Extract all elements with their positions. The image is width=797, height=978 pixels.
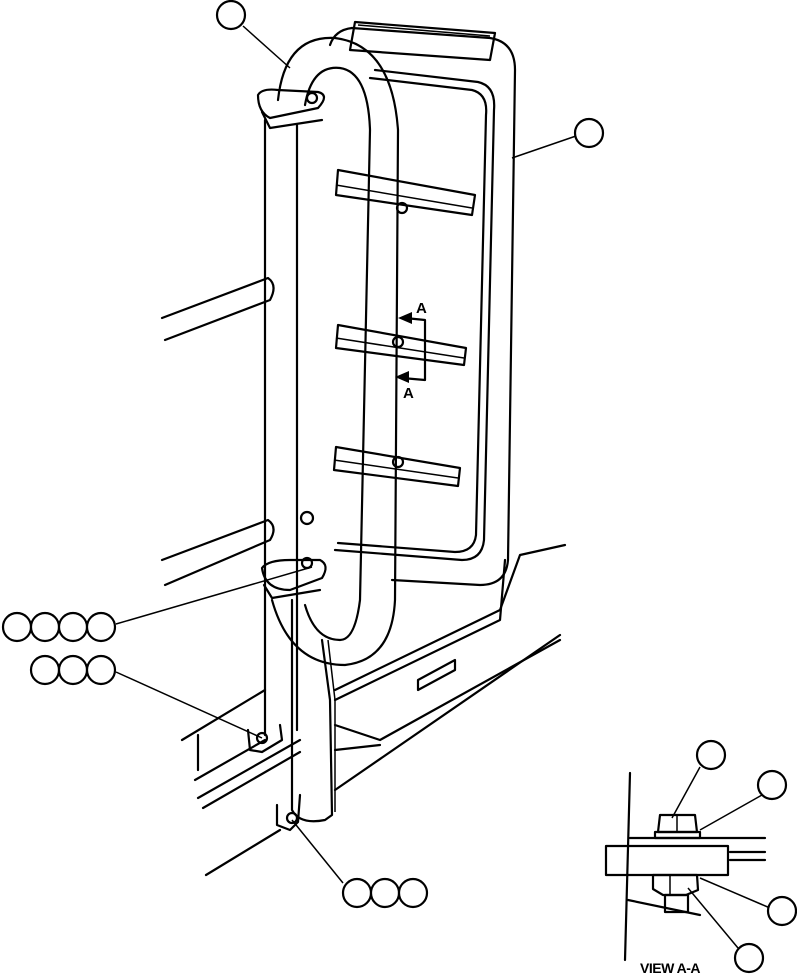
platform-deck — [180, 543, 567, 877]
vertical-post — [263, 118, 336, 823]
leader-lines — [115, 25, 771, 949]
handrail — [256, 36, 400, 667]
view-a-a-detail — [604, 771, 767, 962]
view-a-a-label: VIEW A-A — [640, 960, 701, 976]
horizontal-rails — [160, 276, 275, 587]
step-ladder — [328, 20, 517, 587]
callout-step-ladder — [573, 117, 605, 149]
callout-handrail — [215, 0, 247, 31]
section-label-bottom: A — [403, 385, 414, 402]
section-label-top: A — [416, 300, 427, 317]
section-marker-a — [395, 312, 427, 383]
